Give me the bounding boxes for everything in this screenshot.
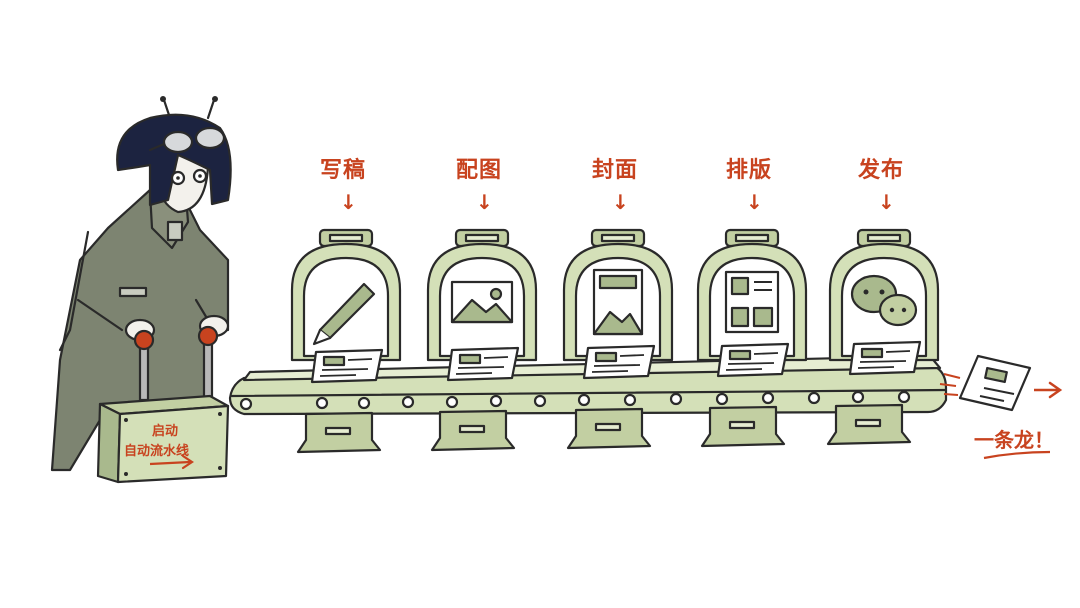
belt-papers xyxy=(310,340,922,384)
tagline: 一条龙！ xyxy=(974,428,1054,452)
stage-arrow-icon: ↓ xyxy=(340,190,357,214)
machine-1 xyxy=(426,228,538,362)
output-arrow-icon xyxy=(1034,381,1063,399)
stage-arrow-icon: ↓ xyxy=(746,190,763,214)
pen-icon xyxy=(312,282,376,346)
machine-4 xyxy=(828,228,940,362)
tagline-underline xyxy=(983,450,1051,460)
stage-arrow-icon: ↓ xyxy=(476,190,493,214)
belt-paper xyxy=(582,344,656,380)
wechat-icon xyxy=(850,274,918,327)
belt-paper xyxy=(848,340,922,376)
start-box-label-line1: 启动 xyxy=(152,424,179,439)
stage-label-2: 封面 xyxy=(592,158,639,183)
machine-2 xyxy=(562,228,674,362)
stage-arrow-icon: ↓ xyxy=(612,190,629,214)
start-box-arrow-icon xyxy=(149,454,194,470)
output-document xyxy=(939,354,1032,412)
stage-arrow-icon: ↓ xyxy=(878,190,895,214)
start-box-label-line2: 自动流水线 xyxy=(124,444,190,459)
stage-label-3: 排版 xyxy=(726,158,773,183)
start-lever-box[interactable] xyxy=(96,325,230,484)
machine-3 xyxy=(696,228,808,362)
stage-label-1: 配图 xyxy=(456,158,503,183)
layout-icon xyxy=(724,270,780,334)
machines xyxy=(290,228,940,362)
stage-label-0: 写稿 xyxy=(320,158,367,183)
belt-paper xyxy=(310,348,384,384)
stage-label-4: 发布 xyxy=(858,158,905,183)
belt-paper xyxy=(716,342,790,378)
machine-0 xyxy=(290,228,402,362)
cover-icon xyxy=(592,268,644,336)
belt-paper xyxy=(446,346,520,382)
image-icon xyxy=(450,280,514,324)
